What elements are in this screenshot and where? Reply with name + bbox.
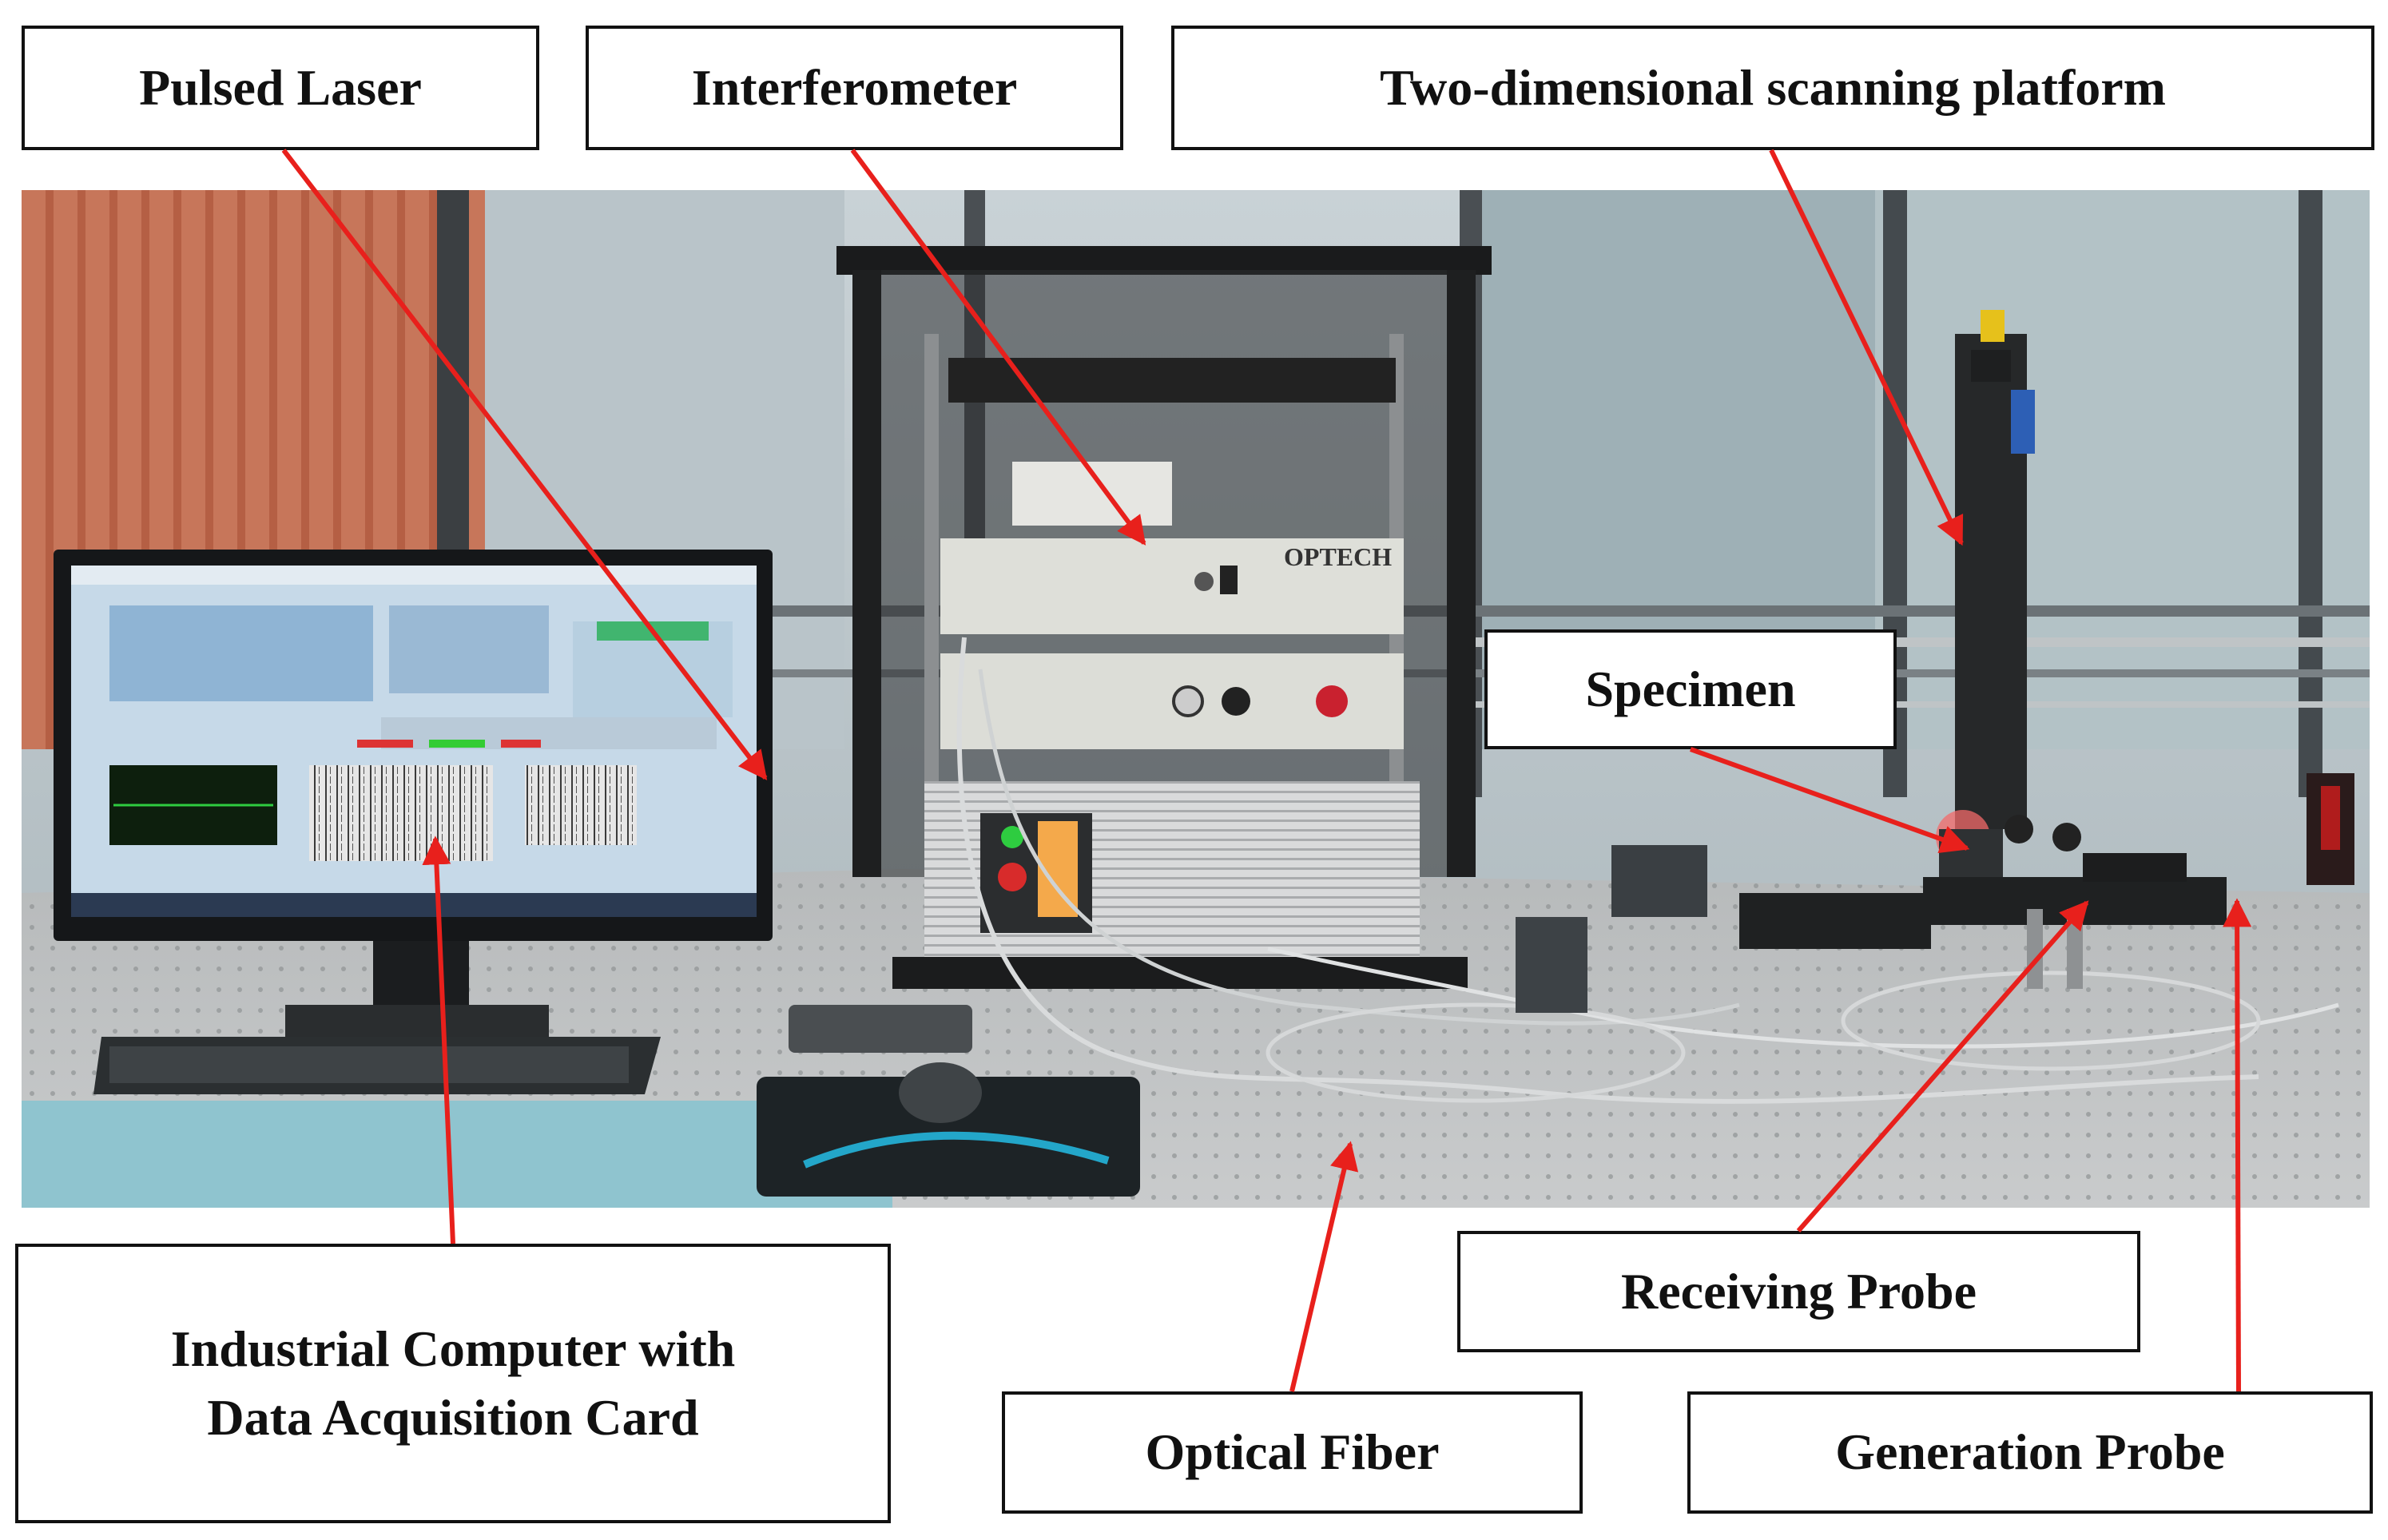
label-scanning-platform-text: Two-dimensional scanning platform [1380,58,2166,116]
setup-photograph: OPTECH [22,190,2370,1208]
label-optical-fiber-text: Optical Fiber [1145,1423,1440,1481]
label-pulsed-laser-text: Pulsed Laser [139,58,422,116]
label-pulsed-laser: Pulsed Laser [22,26,539,150]
label-receiving-probe: Receiving Probe [1457,1231,2140,1352]
label-receiving-probe-text: Receiving Probe [1621,1262,1977,1320]
label-industrial-computer-line1: Industrial Computer with [170,1320,736,1377]
label-interferometer: Interferometer [586,26,1123,150]
label-generation-probe-text: Generation Probe [1835,1423,2225,1481]
label-industrial-computer: Industrial Computer with Data Acquisitio… [15,1244,891,1523]
label-specimen-text: Specimen [1585,660,1796,717]
rack-brand-text: OPTECH [1284,542,1392,571]
label-specimen: Specimen [1484,629,1897,749]
label-industrial-computer-line2: Data Acquisition Card [207,1389,699,1446]
label-scanning-platform: Two-dimensional scanning platform [1171,26,2374,150]
label-interferometer-text: Interferometer [691,58,1018,116]
label-optical-fiber: Optical Fiber [1002,1391,1583,1514]
setup-photo-illustration: OPTECH [22,190,2370,1208]
label-generation-probe: Generation Probe [1687,1391,2373,1514]
